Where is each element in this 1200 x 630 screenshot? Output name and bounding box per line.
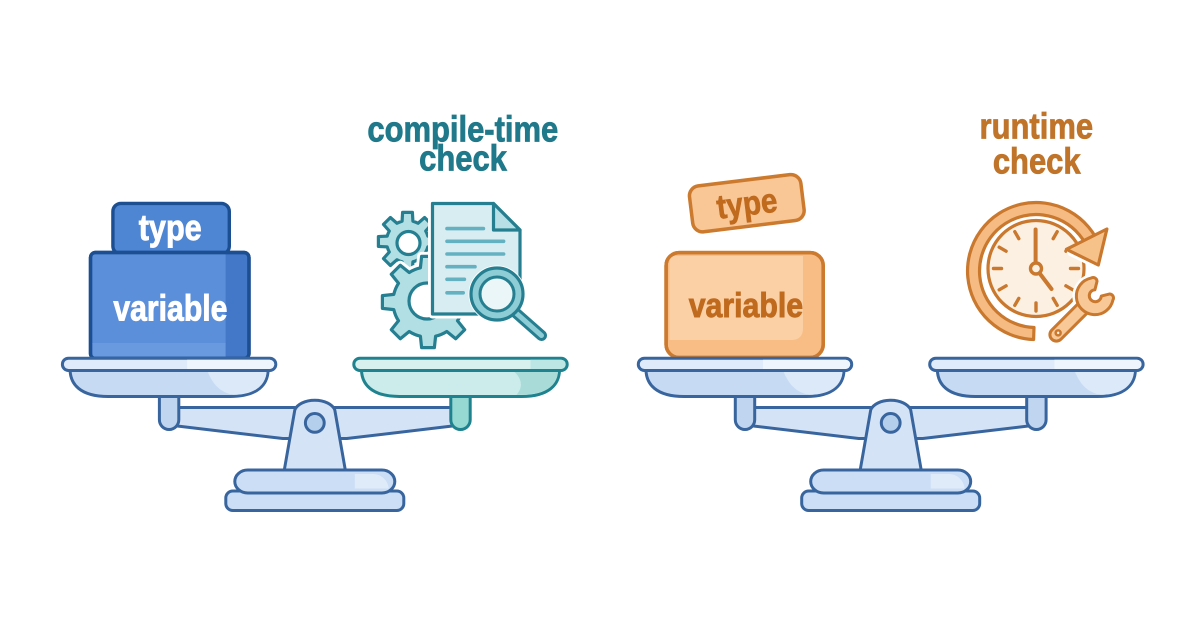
svg-text:compile-time: compile-time: [367, 110, 558, 150]
svg-text:type: type: [139, 209, 202, 249]
svg-text:check: check: [419, 139, 507, 179]
svg-text:variable: variable: [113, 289, 227, 329]
svg-text:check: check: [993, 142, 1081, 182]
svg-text:type: type: [714, 181, 779, 227]
svg-text:variable: variable: [689, 287, 803, 325]
svg-text:runtime: runtime: [980, 107, 1093, 147]
